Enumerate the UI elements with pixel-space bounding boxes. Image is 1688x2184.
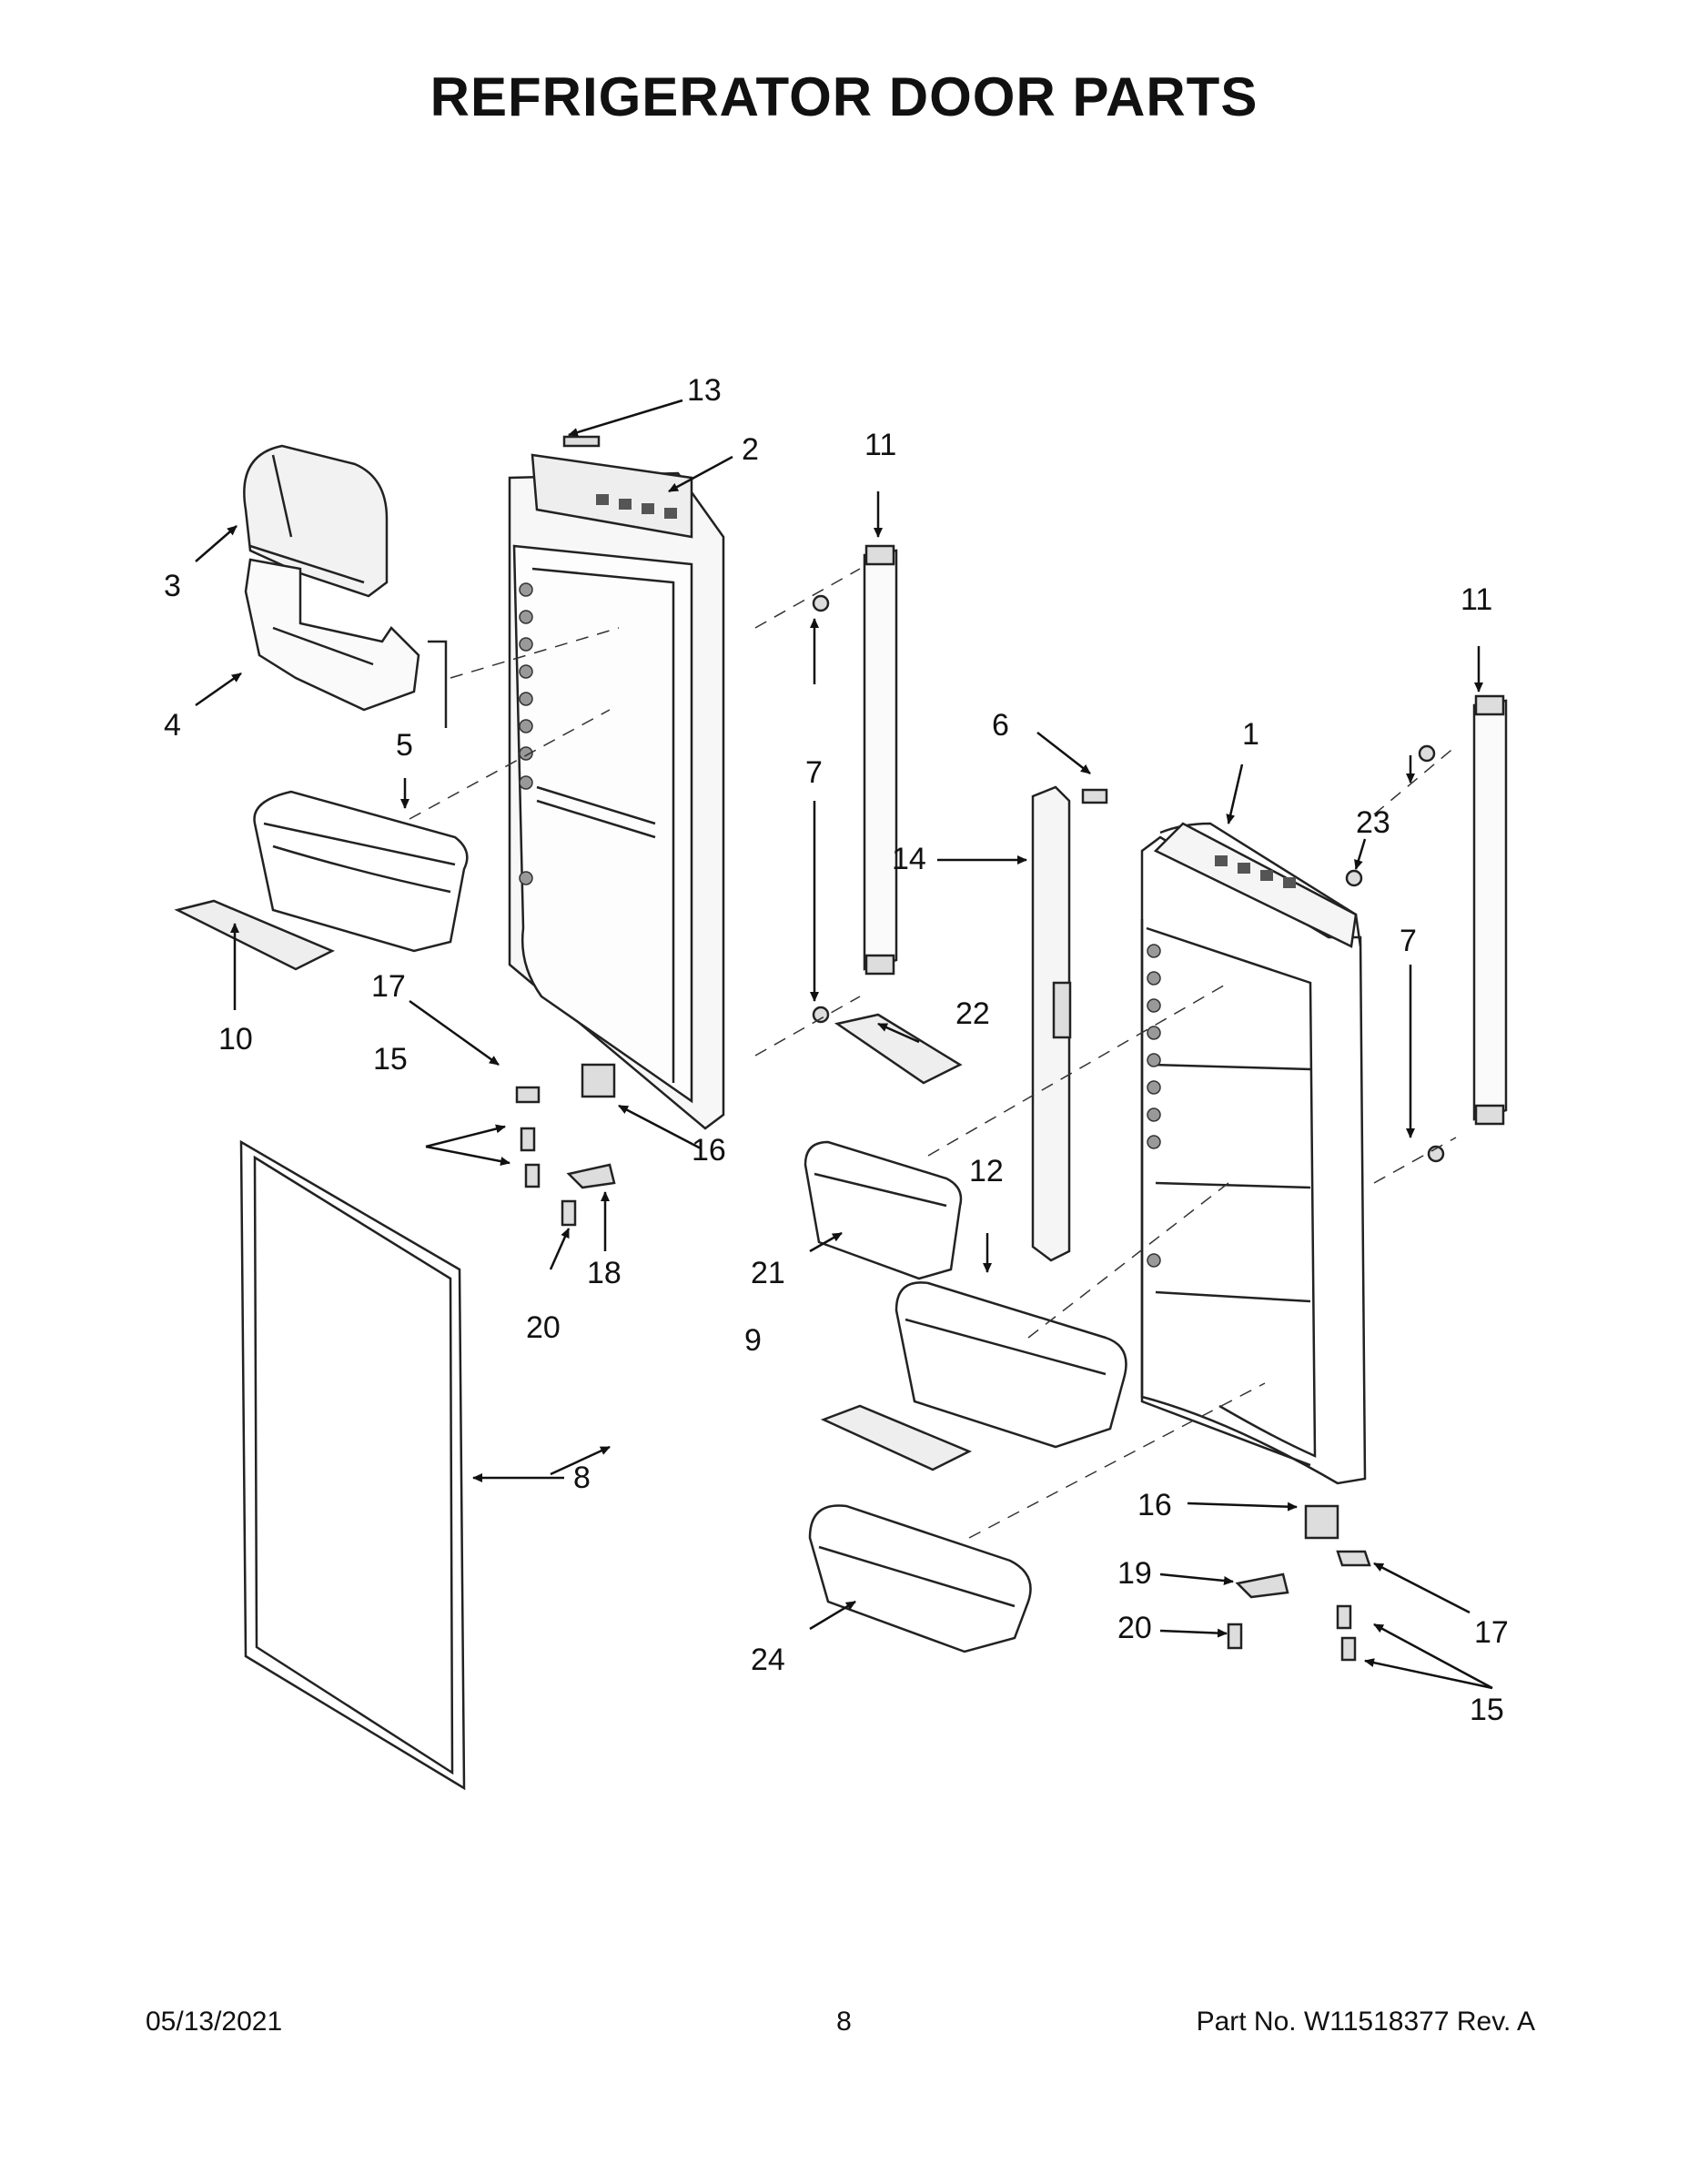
callout-1: 1 (1242, 717, 1259, 752)
callout-20-right: 20 (1117, 1611, 1152, 1645)
callout-21: 21 (751, 1256, 785, 1290)
ice-bucket-part-4 (244, 558, 448, 728)
callout-11-left: 11 (864, 428, 896, 462)
callout-5: 5 (396, 728, 413, 763)
callout-3: 3 (164, 569, 181, 603)
footer-date: 05/13/2021 (146, 2007, 283, 2037)
callout-7-left: 7 (805, 755, 823, 790)
footer-part-number: Part No. W11518377 Rev. A (1196, 2007, 1535, 2037)
door-handle-right-part-11 (1472, 694, 1508, 1126)
callout-19: 19 (1117, 1556, 1152, 1591)
callout-11-right: 11 (1461, 582, 1492, 617)
door-handle-left-part-11 (863, 544, 898, 976)
callout-15-left: 15 (373, 1042, 408, 1077)
callout-22: 22 (955, 996, 990, 1031)
bin-cover-part-22 (834, 1013, 963, 1085)
callout-4: 4 (164, 708, 181, 743)
callout-9: 9 (744, 1323, 762, 1358)
assembly-lines (409, 568, 1457, 1539)
callout-18: 18 (587, 1256, 622, 1290)
small-hardware (515, 594, 1445, 1662)
callout-labels: 1 2 3 4 5 6 7 7 8 9 10 11 11 12 13 14 15… (164, 373, 1509, 1727)
page-title: REFRIGERATOR DOOR PARTS (430, 66, 1258, 127)
left-door-part-2 (508, 435, 725, 1130)
bin-cover-part-9 (820, 1404, 973, 1471)
callout-8: 8 (573, 1461, 591, 1495)
bin-cover-part-10 (174, 899, 335, 971)
door-bin-part-24 (808, 1504, 1032, 1653)
callout-12: 12 (969, 1154, 1004, 1188)
door-bin-part-5 (253, 790, 469, 953)
callout-17-left: 17 (371, 969, 406, 1004)
callout-15-right: 15 (1470, 1693, 1504, 1727)
callout-16-left: 16 (692, 1133, 726, 1168)
flipper-mullion-part-14 (1031, 785, 1072, 1262)
callout-16-right: 16 (1137, 1488, 1172, 1522)
callout-6: 6 (992, 708, 1009, 743)
right-door-part-1 (1140, 822, 1367, 1485)
callout-23: 23 (1356, 805, 1390, 840)
callout-14: 14 (892, 842, 926, 876)
door-gasket-part-8 (239, 1139, 466, 1791)
callout-10: 10 (218, 1022, 253, 1057)
callout-17-right: 17 (1474, 1615, 1509, 1650)
callout-2: 2 (742, 432, 759, 467)
door-bin-part-12 (895, 1281, 1127, 1449)
callout-13: 13 (687, 373, 722, 408)
callout-24: 24 (751, 1643, 785, 1677)
callout-20-left: 20 (526, 1310, 561, 1345)
footer-page-number: 8 (836, 2007, 852, 2037)
leader-arrows (195, 399, 1493, 1690)
callout-7-right: 7 (1400, 924, 1417, 958)
door-bin-part-21 (804, 1140, 963, 1280)
ice-container-part-3 (243, 444, 389, 598)
